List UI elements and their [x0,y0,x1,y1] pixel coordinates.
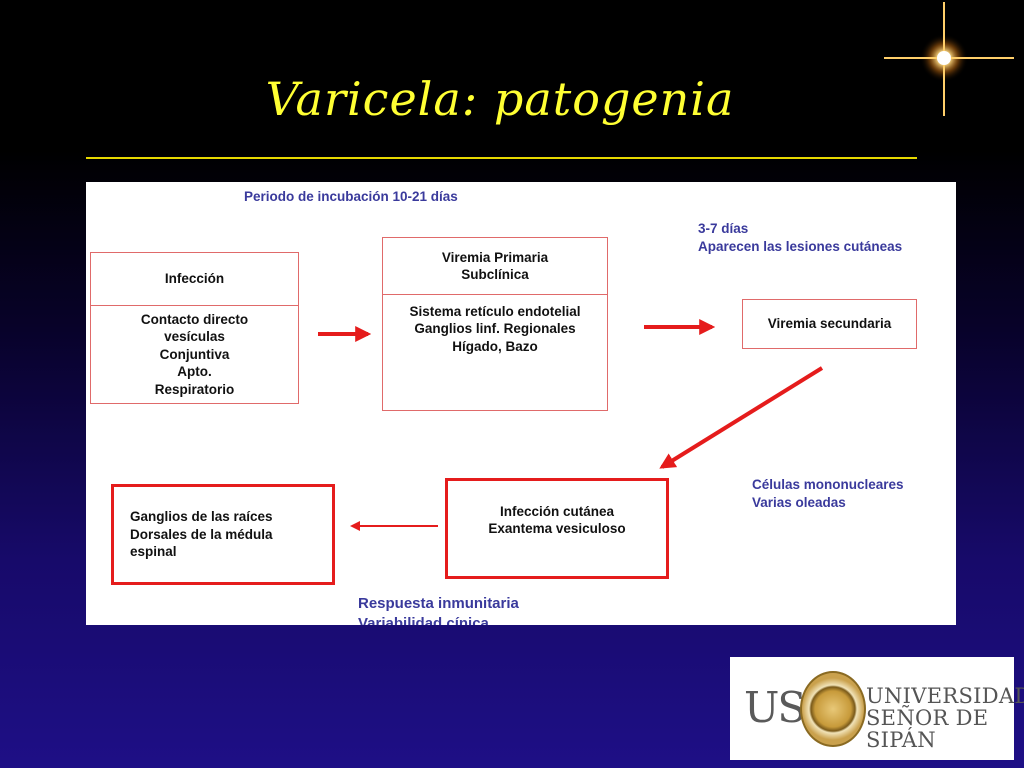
primary-viremia-box: Viremia Primaria Subclínica Sistema retí… [382,237,608,411]
star-sparkle-icon [884,2,1014,116]
secondary-viremia-label: Viremia secundaria [767,316,892,332]
primary-viremia-sites: Sistema retículo endotelial Ganglios lin… [409,303,581,354]
incubation-note: Periodo de incubación 10-21 días [244,189,458,204]
ganglia-box: Ganglios de las raíces Dorsales de la mé… [111,484,335,585]
arrow-secondary-viremia-to-skin [659,366,824,469]
flow-arrows [318,319,824,531]
university-name: UNIVERSIDAD SEÑOR DE SIPÁN [866,684,1024,752]
skin-infection-text: Infección cutánea Exantema vesiculoso [488,503,626,537]
ganglia-text: Ganglios de las raíces Dorsales de la mé… [130,509,273,560]
infection-routes: Contacto directo vesículas Conjuntiva Ap… [140,311,249,397]
title-underline [86,157,917,159]
skin-lesions-note: 3-7 días Aparecen las lesiones cutáneas [698,221,903,254]
slide-title: Varicela: patogenia [265,72,735,126]
university-seal-icon [800,671,866,747]
primary-viremia-header: Viremia Primaria Subclínica [441,249,549,283]
skin-infection-box: Infección cutánea Exantema vesiculoso [445,478,669,579]
mononuclear-note: Células mononucleares Varias oleadas [752,477,904,510]
university-logo: USS UNIVERSIDAD SEÑOR DE SIPÁN [730,657,1024,760]
pathogenesis-diagram: Periodo de incubación 10-21 días 3-7 día… [86,182,956,625]
infection-header: Infección [164,271,225,287]
secondary-viremia-box: Viremia secundaria [742,299,917,349]
box-divider [91,305,298,306]
infection-box: Infección Contacto directo vesículas Con… [90,252,299,404]
box-divider [383,294,607,295]
immune-response-note: Respuesta inmunitaria Variabilidad cínic… [358,595,519,625]
